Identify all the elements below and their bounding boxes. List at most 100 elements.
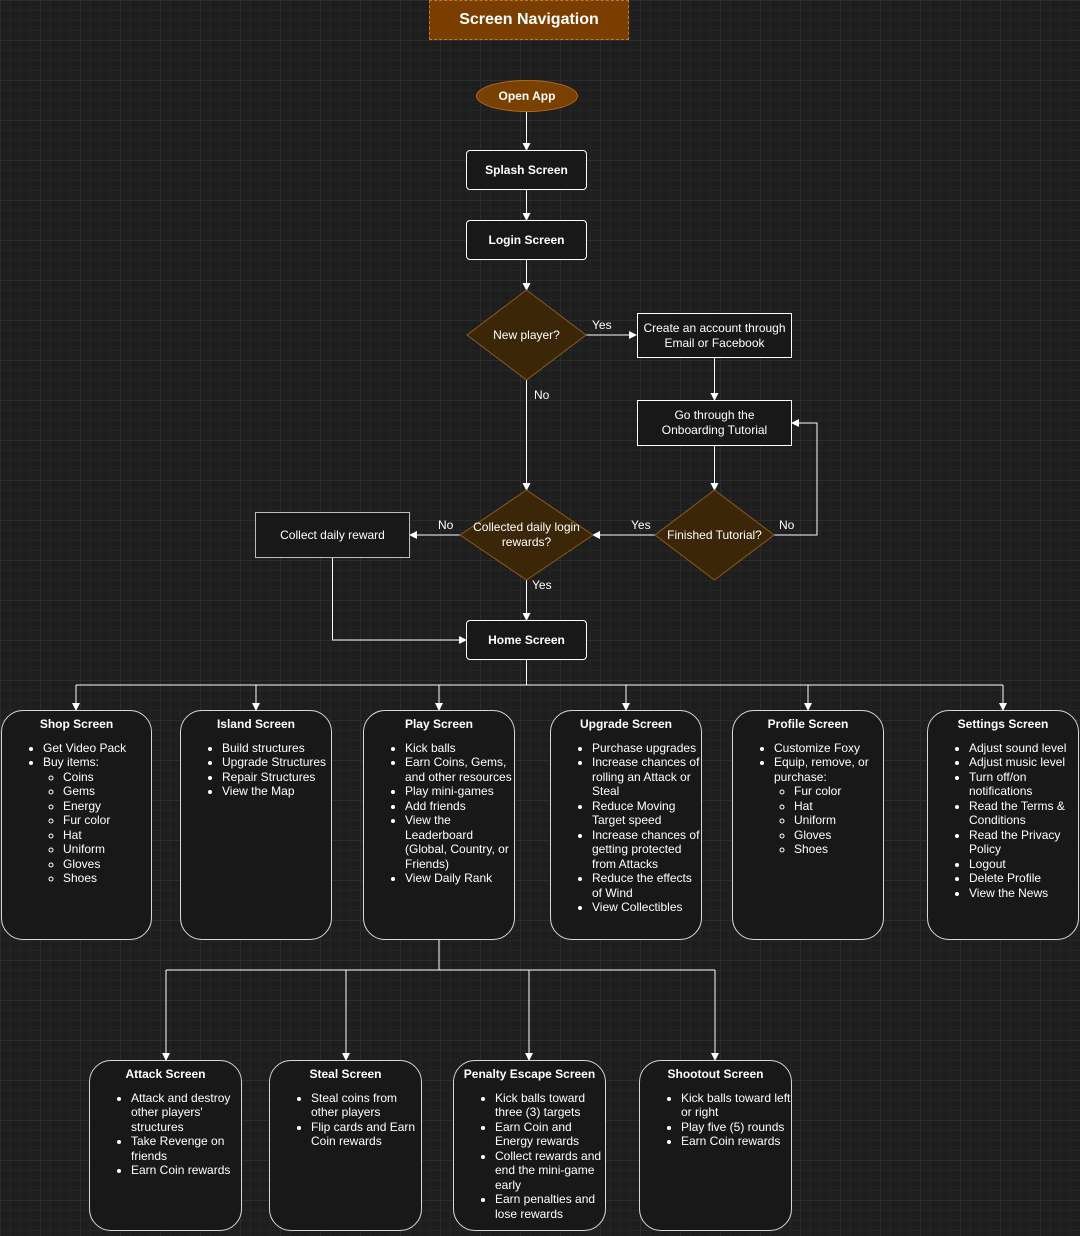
card-bullet-text: Steal coins from other players — [311, 1090, 398, 1120]
card-title: Steal Screen — [309, 1067, 382, 1081]
edge-label-daily-yes: Yes — [532, 578, 552, 592]
card-bullet-item: View the News — [969, 886, 1078, 901]
diagram-title: Screen Navigation — [429, 0, 629, 40]
card-sub-item: Uniform — [63, 842, 151, 857]
card-bullet-item: Reduce Moving Target speed — [592, 799, 701, 828]
card-bullet-text: Kick balls toward three (3) targets — [495, 1090, 586, 1120]
card-bullet-list: Build structuresUpgrade StructuresRepair… — [181, 741, 331, 799]
card-bullet-text: Adjust sound level — [969, 740, 1067, 755]
card-bullet-item: Delete Profile — [969, 871, 1078, 886]
create-account-node: Create an account through Email or Faceb… — [637, 313, 792, 358]
new-player-diamond — [466, 289, 587, 381]
card-bullet-item: Reduce the effects of Wind — [592, 871, 701, 900]
home-screen-node: Home Screen — [466, 620, 587, 660]
card-bullet-item: Purchase upgrades — [592, 741, 701, 756]
card-bullet-list: Kick balls toward left or rightPlay five… — [640, 1091, 791, 1149]
card-bullet-text: Equip, remove, or purchase: — [774, 755, 869, 784]
edge-label-tut-yes: Yes — [631, 518, 651, 532]
card-bullet-text: View the Leaderboard (Global, Country, o… — [405, 813, 509, 871]
card-sub-item: Hat — [63, 828, 151, 843]
card-sub-list: Fur colorHatUniformGlovesShoes — [774, 784, 883, 857]
card-bullet-item: Add friends — [405, 799, 514, 814]
card-bullet-text: Read the Privacy Policy — [969, 827, 1061, 857]
card-bullet-text: Reduce the effects of Wind — [592, 871, 692, 900]
login-screen-node: Login Screen — [466, 220, 587, 260]
card-bullet-text: Earn Coin and Energy rewards — [495, 1119, 580, 1149]
card-bullet-item: Take Revenge on friends — [131, 1134, 241, 1163]
card-bullet-item: View the Leaderboard (Global, Country, o… — [405, 813, 514, 871]
collect-daily-reward-node: Collect daily reward — [255, 512, 410, 558]
card-bullet-text: Get Video Pack — [43, 740, 127, 755]
card-bullet-item: Buy items:CoinsGemsEnergyFur colorHatUni… — [43, 755, 151, 886]
edge-collect-to-home — [332, 558, 467, 644]
card-bullet-text: View the Map — [222, 784, 295, 798]
card-title: Shootout Screen — [667, 1067, 764, 1081]
card-bullet-text: Buy items: — [43, 755, 100, 769]
card-title: Attack Screen — [125, 1067, 206, 1081]
card-bullet-text: View the News — [969, 885, 1049, 900]
card-bullet-item: Steal coins from other players — [311, 1091, 421, 1120]
card-sub-list: CoinsGemsEnergyFur colorHatUniformGloves… — [43, 770, 151, 886]
card-bullet-text: Earn Coins, Gems, and other resources — [405, 755, 512, 784]
card-bullet-item: Read the Terms & Conditions — [969, 799, 1078, 828]
edge-label-new-yes: Yes — [592, 318, 612, 332]
card-bullet-item: Earn Coin rewards — [131, 1163, 241, 1178]
card-bullet-item: Repair Structures — [222, 770, 331, 785]
card-bullet-text: Add friends — [405, 798, 466, 813]
card-bullet-list: Adjust sound levelAdjust music levelTurn… — [928, 741, 1078, 901]
screen-card: Play ScreenKick ballsEarn Coins, Gems, a… — [363, 710, 515, 940]
card-bullet-item: Increase chances of getting protected fr… — [592, 828, 701, 872]
card-bullet-item: Earn Coin and Energy rewards — [495, 1120, 605, 1149]
screen-card: Settings ScreenAdjust sound levelAdjust … — [927, 710, 1079, 940]
finished-tutorial-label: Finished Tutorial? — [667, 527, 762, 542]
card-sub-item: Shoes — [794, 842, 883, 857]
card-sub-item: Coins — [63, 770, 151, 785]
card-bullet-item: Earn Coin rewards — [681, 1134, 791, 1149]
card-bullet-item: View Daily Rank — [405, 871, 514, 886]
collected-daily-label: Collected daily login rewards? — [473, 520, 580, 549]
card-bullet-list: Kick balls toward three (3) targetsEarn … — [454, 1091, 605, 1222]
card-bullet-item: Adjust music level — [969, 755, 1078, 770]
card-bullet-item: Adjust sound level — [969, 741, 1078, 756]
card-title: Island Screen — [216, 717, 296, 731]
new-player-label: New player? — [493, 327, 560, 342]
collected-daily-diamond — [459, 489, 594, 581]
screen-card: Island ScreenBuild structuresUpgrade Str… — [180, 710, 332, 940]
card-bullet-text: Increase chances of rolling an Attack or… — [592, 755, 700, 798]
card-bullet-item: View the Map — [222, 784, 331, 799]
card-bullet-item: Turn off/on notifications — [969, 770, 1078, 799]
minigame-card: Attack ScreenAttack and destroy other pl… — [89, 1060, 242, 1231]
card-bullet-item: Earn Coins, Gems, and other resources — [405, 755, 514, 784]
card-bullet-list: Attack and destroy other players' struct… — [90, 1091, 241, 1178]
card-title: Penalty Escape Screen — [463, 1067, 596, 1081]
card-bullet-item: Read the Privacy Policy — [969, 828, 1078, 857]
card-bullet-text: Reduce Moving Target speed — [592, 798, 676, 828]
card-bullet-text: Turn off/on notifications — [969, 769, 1033, 799]
card-bullet-item: Logout — [969, 857, 1078, 872]
card-sub-item: Gloves — [794, 828, 883, 843]
card-bullet-item: Earn penalties and lose rewards — [495, 1192, 605, 1221]
card-bullet-text: Flip cards and Earn Coin rewards — [311, 1119, 416, 1149]
card-title: Play Screen — [404, 717, 474, 731]
onboarding-node: Go through the Onboarding Tutorial — [637, 400, 792, 446]
card-bullet-text: View Daily Rank — [405, 871, 493, 885]
card-bullet-item: View Collectibles — [592, 900, 701, 915]
screen-card: Shop ScreenGet Video PackBuy items:Coins… — [1, 710, 152, 940]
card-bullet-list: Kick ballsEarn Coins, Gems, and other re… — [364, 741, 514, 886]
card-bullet-text: Earn Coin rewards — [131, 1163, 231, 1177]
edge-label-new-no: No — [534, 388, 550, 402]
card-bullet-text: Repair Structures — [222, 769, 316, 784]
card-bullet-text: Kick balls toward left or right — [681, 1090, 791, 1120]
card-bullet-text: View Collectibles — [592, 900, 683, 914]
card-bullet-text: Build structures — [222, 740, 305, 755]
card-bullet-item: Kick balls — [405, 741, 514, 756]
card-title: Upgrade Screen — [579, 717, 673, 731]
finished-tutorial-diamond — [654, 489, 775, 581]
card-bullet-item: Flip cards and Earn Coin rewards — [311, 1120, 421, 1149]
card-bullet-list: Steal coins from other playersFlip cards… — [270, 1091, 421, 1149]
card-bullet-text: Customize Foxy — [774, 740, 861, 755]
card-bullet-item: Play five (5) rounds — [681, 1120, 791, 1135]
edge-label-daily-no: No — [438, 518, 454, 532]
edge-finished-no — [774, 419, 818, 536]
